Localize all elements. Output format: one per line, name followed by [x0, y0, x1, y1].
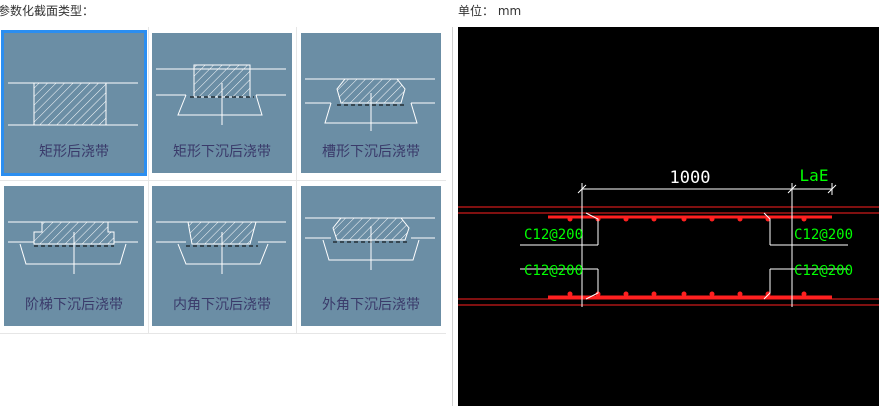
section-type-label: 参数化截面类型： — [0, 4, 95, 18]
section-option-groove-sunken[interactable]: 槽形下沉后浇带 — [297, 27, 445, 179]
section-preview-canvas: 1000 LaE C12@200 C12@200 C12@200 C12@200 — [458, 27, 879, 406]
inner-angle-sunken-pour-strip-icon — [152, 186, 292, 326]
gallery-divider — [0, 333, 446, 334]
rebar-label-top-left: C12@200 — [524, 227, 583, 243]
stepped-sunken-pour-strip-icon — [4, 186, 144, 326]
section-option-label: 槽形下沉后浇带 — [322, 144, 420, 160]
rebar-label-bottom-left: C12@200 — [524, 263, 583, 279]
rebar-label-bottom-right: C12@200 — [794, 263, 853, 279]
section-option-label: 矩形后浇带 — [39, 144, 109, 160]
section-type-gallery: 矩形后浇带 矩形下沉后浇带 — [0, 27, 446, 333]
unit-label: 单位： mm — [458, 4, 522, 18]
outer-angle-sunken-pour-strip-icon — [301, 186, 441, 326]
section-option-stepped-sunken[interactable]: 阶梯下沉后浇带 — [0, 180, 148, 332]
section-option-label: 阶梯下沉后浇带 — [25, 297, 123, 313]
dimension-width-text: 1000 — [670, 168, 711, 188]
pour-strip-outline — [520, 185, 848, 307]
section-option-label: 矩形下沉后浇带 — [173, 144, 271, 160]
rectangular-pour-strip-icon — [1, 30, 147, 176]
dimension-lap-text: LaE — [800, 166, 829, 185]
panel-divider — [452, 27, 453, 406]
section-option-inner-angle-sunken[interactable]: 内角下沉后浇带 — [148, 180, 296, 332]
rebar-label-top-right: C12@200 — [794, 227, 853, 243]
groove-sunken-pour-strip-icon — [301, 33, 441, 173]
dimension-lines — [577, 183, 837, 195]
section-option-label: 内角下沉后浇带 — [173, 297, 271, 313]
section-option-rectangular[interactable]: 矩形后浇带 — [0, 27, 148, 179]
gallery-divider — [0, 180, 446, 181]
section-option-rectangular-sunken[interactable]: 矩形下沉后浇带 — [148, 27, 296, 179]
section-option-label: 外角下沉后浇带 — [322, 297, 420, 313]
section-option-outer-angle-sunken[interactable]: 外角下沉后浇带 — [297, 180, 445, 332]
rebar-dots — [567, 216, 807, 297]
rectangular-sunken-pour-strip-icon — [152, 33, 292, 173]
